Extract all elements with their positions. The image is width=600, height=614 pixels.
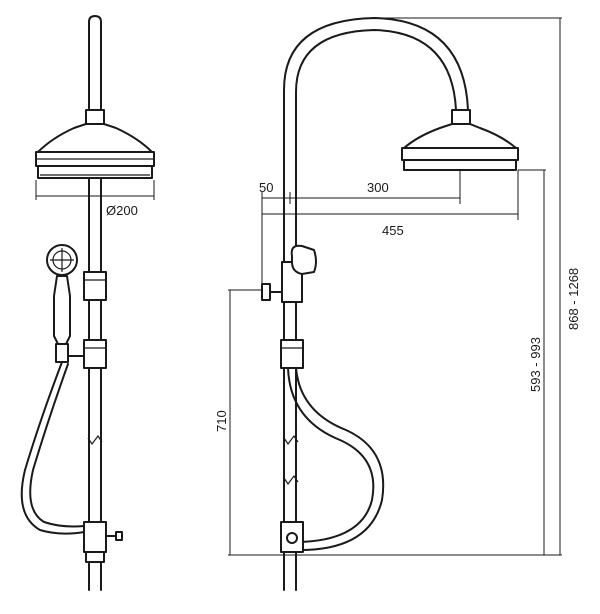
front-handshower-holder <box>55 343 69 363</box>
side-view: 868 - 1268 593 - 993 710 50 300 455 <box>214 17 581 591</box>
side-gooseneck-inner <box>295 29 457 591</box>
side-hose-inner <box>295 367 385 551</box>
side-outlet-body <box>280 521 304 553</box>
front-handshower-handle <box>53 275 71 345</box>
side-head-rim <box>401 147 519 161</box>
front-slider-bracket <box>83 271 107 301</box>
front-outlet-knob <box>115 531 123 541</box>
arm-reach-label: 300 <box>367 180 389 195</box>
total-height-range-label: 868 - 1268 <box>566 268 581 330</box>
front-upper-riser <box>88 15 102 113</box>
side-gooseneck-outer <box>283 17 469 591</box>
side-hose-outer <box>287 367 375 543</box>
offset-short-label: 50 <box>259 180 273 195</box>
front-head-dome <box>37 123 153 153</box>
front-hose-outer <box>20 361 85 535</box>
side-mixer-handle <box>290 244 317 275</box>
front-outlet-body <box>83 521 107 553</box>
side-head-plate <box>403 159 517 171</box>
front-lower-bracket <box>83 339 107 369</box>
front-outlet-nut <box>85 551 105 563</box>
front-head-plate <box>37 165 153 179</box>
front-head-nut <box>85 109 105 125</box>
total-reach-label: 455 <box>382 223 404 238</box>
front-break-mark-1 <box>87 434 103 446</box>
side-head-nut <box>451 109 471 125</box>
head-height-range-label: 593 - 993 <box>528 337 543 392</box>
side-outlet-port <box>286 532 298 544</box>
side-mixer-knob <box>261 283 271 301</box>
handshower-height-label: 710 <box>214 410 229 432</box>
side-slider-bracket <box>280 339 304 369</box>
side-break-mark-1 <box>283 434 299 446</box>
front-view: Ø200 <box>20 15 155 591</box>
head-diameter-label: Ø200 <box>106 203 138 218</box>
side-break-mark-2 <box>283 474 299 486</box>
front-hose-inner <box>29 363 85 528</box>
side-head-dome <box>403 123 517 149</box>
